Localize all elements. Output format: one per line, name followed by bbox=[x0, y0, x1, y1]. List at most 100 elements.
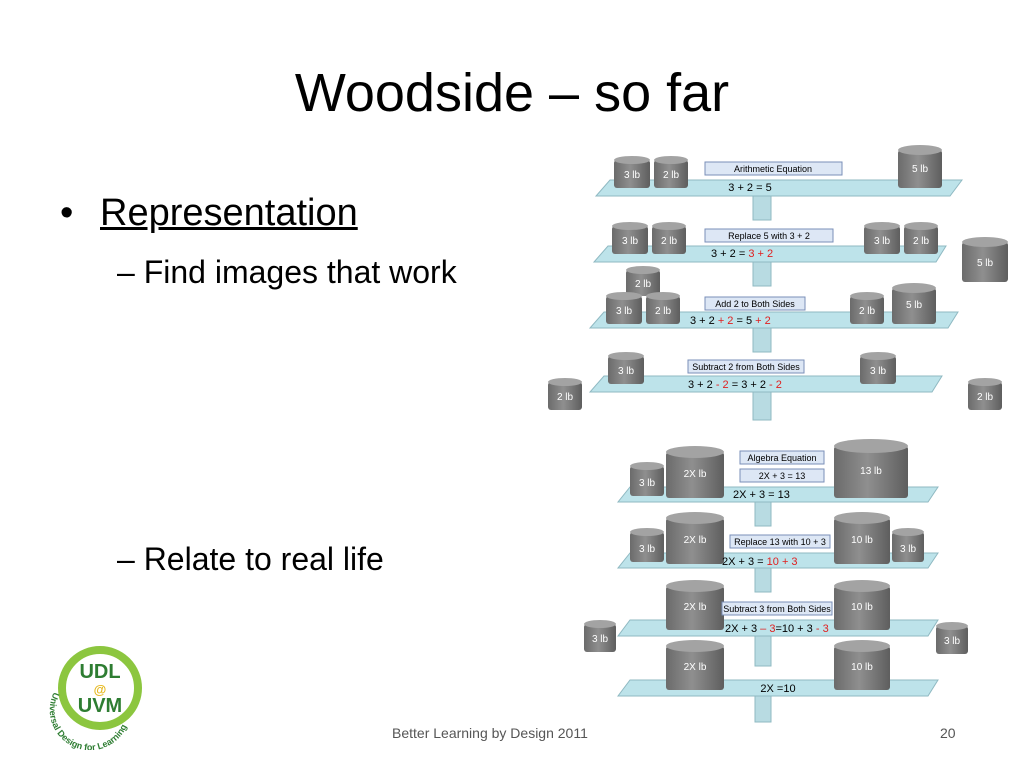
weight-3lb-removed-right: 3 lb bbox=[936, 622, 968, 654]
label-box bbox=[687, 359, 805, 374]
arith-balance-1: 3 lb 2 lb 5 lb Arithmetic Equation 3 + 2… bbox=[594, 145, 963, 221]
weight-2lb: 2 lb bbox=[652, 222, 686, 254]
weight-2xlb: 2X lb bbox=[666, 446, 724, 498]
udl-uvm-logo: UDL @ UVM Universal Design for Learning bbox=[48, 646, 142, 750]
arith-balance-4: 3 lb 3 lb 2 lb 2 lb Subtract 2 from Both… bbox=[548, 352, 1002, 421]
svg-text:3 lb: 3 lb bbox=[900, 544, 917, 555]
algebra-balance-2: 3 lb 2X lb 10 lb 3 lb Replace 13 with 10… bbox=[616, 512, 939, 593]
weight-10lb: 10 lb bbox=[834, 512, 890, 564]
label-box bbox=[704, 228, 834, 243]
logo-udl-text: UDL bbox=[79, 661, 120, 683]
label-algebra-equation: Algebra Equation bbox=[747, 453, 816, 463]
svg-text:3 lb: 3 lb bbox=[870, 366, 887, 377]
label-box bbox=[739, 450, 825, 465]
weight-2lb: 2 lb bbox=[646, 292, 680, 324]
label-box bbox=[729, 534, 831, 549]
equation-algebra-2: 2X + 3 = 10 + 3 bbox=[722, 556, 798, 568]
svg-text:2X lb: 2X lb bbox=[684, 602, 707, 613]
sub-bullet-find-images: – Find images that work bbox=[117, 254, 457, 290]
weight-10lb: 10 lb bbox=[834, 580, 890, 630]
svg-text:3 lb: 3 lb bbox=[616, 306, 633, 317]
arith-balance-3: 2 lb 3 lb 2 lb 2 lb 5 lb Add 2 to Both S… bbox=[588, 266, 959, 353]
svg-text:2 lb: 2 lb bbox=[635, 279, 652, 290]
weight-2lb: 2 lb bbox=[904, 222, 938, 254]
footer-text: Better Learning by Design 2011 bbox=[392, 725, 588, 741]
svg-text:2 lb: 2 lb bbox=[977, 392, 994, 403]
weight-2xlb: 2X lb bbox=[666, 580, 724, 630]
svg-text:2 lb: 2 lb bbox=[913, 236, 930, 247]
svg-text:3 lb: 3 lb bbox=[618, 366, 635, 377]
equation-arith-2: 3 + 2 = 3 + 2 bbox=[711, 248, 773, 260]
weight-3lb: 3 lb bbox=[630, 528, 664, 562]
svg-text:3 lb: 3 lb bbox=[639, 478, 656, 489]
svg-text:3 lb: 3 lb bbox=[874, 236, 891, 247]
weight-2xlb: 2X lb bbox=[666, 640, 724, 690]
svg-text:3 lb: 3 lb bbox=[944, 636, 961, 647]
algebra-balance-3: 2X lb 10 lb 3 lb 3 lb Subtract 3 from Bo… bbox=[584, 580, 968, 667]
weight-3lb-removed-left: 3 lb bbox=[584, 620, 616, 652]
weight-3lb: 3 lb bbox=[630, 462, 664, 496]
weight-2lb: 2 lb bbox=[626, 266, 660, 296]
weight-13lb: 13 lb bbox=[834, 439, 908, 498]
logo-at-text: @ bbox=[94, 682, 107, 697]
svg-text:5 lb: 5 lb bbox=[977, 258, 994, 269]
weight-2xlb: 2X lb bbox=[666, 512, 724, 564]
svg-text:3 lb: 3 lb bbox=[624, 170, 641, 181]
equation-algebra-4: 2X =10 bbox=[760, 683, 795, 695]
weight-3lb: 3 lb bbox=[612, 222, 648, 254]
label-algebra-equation-2: 2X + 3 = 13 bbox=[759, 471, 806, 481]
weight-3lb: 3 lb bbox=[614, 156, 650, 188]
svg-text:2X lb: 2X lb bbox=[684, 535, 707, 546]
weight-3lb: 3 lb bbox=[864, 222, 900, 254]
weight-3lb: 3 lb bbox=[860, 352, 896, 384]
algebra-balance-1: 3 lb 2X lb 13 lb Algebra Equation 2X + 3… bbox=[616, 439, 939, 527]
weight-3lb: 3 lb bbox=[608, 352, 644, 384]
svg-text:10 lb: 10 lb bbox=[851, 535, 873, 546]
page-number: 20 bbox=[940, 725, 956, 741]
weight-2lb-removed-left: 2 lb bbox=[548, 378, 582, 410]
sub-bullet-relate-real-life: – Relate to real life bbox=[117, 541, 384, 577]
label-box bbox=[704, 296, 806, 311]
weight-2lb: 2 lb bbox=[850, 292, 884, 324]
bullet-dot: • bbox=[60, 192, 74, 234]
svg-text:2 lb: 2 lb bbox=[655, 306, 672, 317]
logo-uvm-text: UVM bbox=[78, 695, 122, 717]
svg-text:5 lb: 5 lb bbox=[906, 300, 923, 311]
svg-text:2 lb: 2 lb bbox=[859, 306, 876, 317]
svg-text:2X lb: 2X lb bbox=[684, 469, 707, 480]
slide-title: Woodside – so far bbox=[294, 63, 730, 123]
svg-text:10 lb: 10 lb bbox=[851, 662, 873, 673]
svg-text:2 lb: 2 lb bbox=[557, 392, 574, 403]
weight-3lb: 3 lb bbox=[892, 528, 924, 562]
svg-text:2X lb: 2X lb bbox=[684, 662, 707, 673]
label-subtract-2: Subtract 2 from Both Sides bbox=[692, 362, 800, 372]
equation-algebra-3: 2X + 3 – 3=10 + 3 - 3 bbox=[725, 623, 829, 635]
svg-text:5 lb: 5 lb bbox=[912, 164, 929, 175]
weight-3lb: 3 lb bbox=[606, 292, 642, 324]
weight-5lb-removed: 5 lb bbox=[962, 237, 1008, 282]
svg-text:2 lb: 2 lb bbox=[663, 170, 680, 181]
label-arithmetic-equation: Arithmetic Equation bbox=[734, 164, 812, 174]
svg-text:10 lb: 10 lb bbox=[851, 602, 873, 613]
label-replace-5: Replace 5 with 3 + 2 bbox=[728, 231, 810, 241]
weight-2lb: 2 lb bbox=[654, 156, 688, 188]
equation-algebra-1: 2X + 3 = 13 bbox=[733, 489, 790, 501]
label-add-2: Add 2 to Both Sides bbox=[715, 299, 795, 309]
svg-text:3 lb: 3 lb bbox=[592, 634, 609, 645]
weight-5lb: 5 lb bbox=[898, 145, 942, 188]
label-subtract-3: Subtract 3 from Both Sides bbox=[723, 604, 831, 614]
label-box bbox=[739, 468, 825, 483]
svg-text:2 lb: 2 lb bbox=[661, 236, 678, 247]
svg-text:3 lb: 3 lb bbox=[622, 236, 639, 247]
bullet-representation-text: Representation bbox=[100, 192, 358, 234]
label-box bbox=[704, 161, 843, 176]
svg-text:3 lb: 3 lb bbox=[639, 544, 656, 555]
weight-2lb-removed-right: 2 lb bbox=[968, 378, 1002, 410]
equation-arith-3: 3 + 2 + 2 = 5 + 2 bbox=[690, 315, 771, 327]
svg-text:13 lb: 13 lb bbox=[860, 466, 882, 477]
weight-10lb: 10 lb bbox=[834, 640, 890, 690]
arith-balance-2: 3 lb 2 lb 3 lb 2 lb 5 lb Replace 5 with … bbox=[592, 222, 1008, 287]
equation-arith-4: 3 + 2 - 2 = 3 + 2 - 2 bbox=[688, 379, 782, 391]
equation-arith-1: 3 + 2 = 5 bbox=[728, 182, 771, 194]
